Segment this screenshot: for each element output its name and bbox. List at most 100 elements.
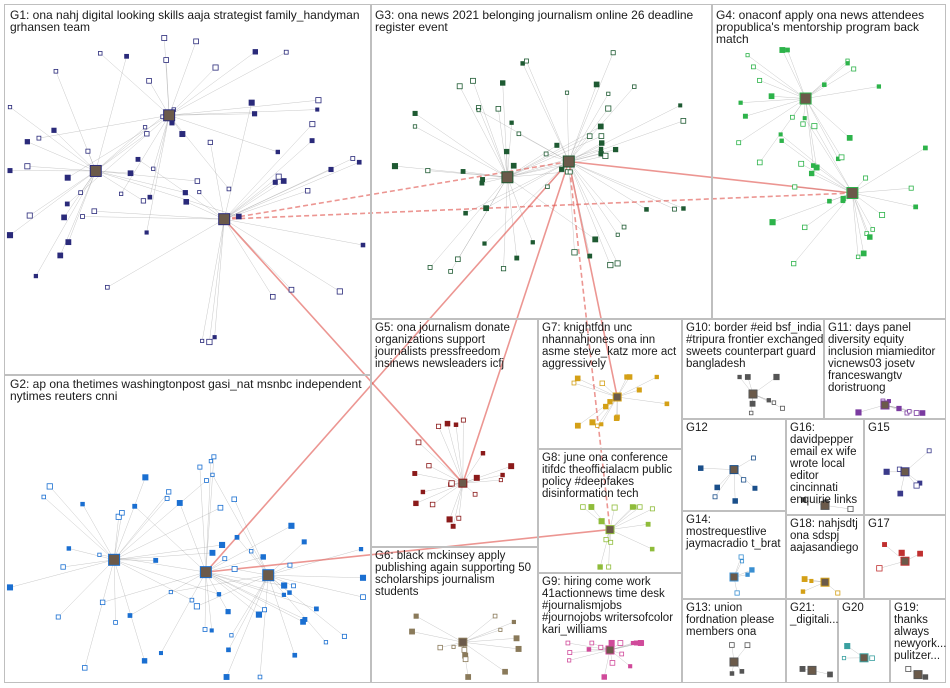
edge-g2-21 [205, 571, 317, 610]
edge-g2-41 [231, 575, 269, 636]
hub-node-g12-0 [729, 465, 739, 475]
node-g2-25 [60, 564, 66, 570]
edge-g1-40 [9, 106, 96, 172]
node-g6-1 [413, 613, 419, 619]
node-g7-7 [603, 403, 609, 410]
node-g2-50 [223, 674, 230, 680]
edge-g2-16 [113, 480, 207, 560]
node-g2-37 [46, 483, 53, 490]
node-g1-10 [53, 68, 59, 74]
node-g13-2 [729, 642, 735, 648]
group-label-g6: G6: black mckinsey apply publishing agai… [375, 550, 532, 598]
edge-g5-3 [455, 424, 464, 484]
hub-node-g2-1 [108, 553, 121, 566]
edge-g3-50 [568, 161, 618, 235]
node-g7-14 [574, 375, 581, 382]
node-g1-67 [85, 148, 91, 154]
node-g3-3 [598, 146, 604, 152]
node-g1-6 [356, 159, 362, 165]
edge-g4-26 [811, 173, 853, 194]
node-g1-50 [36, 135, 42, 141]
edge-g1-51 [224, 169, 332, 220]
node-g2-56 [193, 603, 200, 610]
node-g3-7 [412, 124, 418, 129]
edge-g4-38 [780, 134, 853, 194]
node-g8-11 [637, 504, 643, 510]
cross-edge-g1-g3 [224, 160, 569, 220]
edge-g7-4 [617, 376, 657, 398]
node-g3-18 [587, 253, 593, 259]
node-g12-4 [732, 498, 738, 504]
node-g1-68 [161, 35, 168, 41]
node-g1-32 [179, 131, 186, 138]
edge-g2-59 [228, 575, 269, 650]
edge-g3-27 [463, 171, 508, 178]
node-g5-4 [456, 515, 462, 521]
node-g12-1 [714, 484, 720, 491]
node-g5-13 [460, 417, 466, 423]
node-g2-39 [176, 500, 183, 506]
node-g8-13 [606, 564, 612, 570]
node-g3-32 [545, 184, 550, 189]
node-g2-32 [287, 562, 293, 568]
node-g4-35 [838, 154, 845, 161]
edge-g5-19 [415, 482, 463, 504]
edge-g4-31 [805, 63, 848, 99]
node-g18-2 [801, 576, 808, 582]
node-g1-20 [64, 174, 71, 181]
node-g1-45 [309, 138, 315, 144]
node-g1-40 [7, 104, 13, 110]
node-g3-52 [610, 50, 616, 56]
edge-g4-37 [740, 98, 806, 103]
node-g3-51 [597, 123, 604, 130]
node-g1-60 [270, 294, 276, 300]
edge-g3-46 [568, 93, 609, 162]
edge-g1-68 [164, 37, 170, 116]
hub-node-g2-2 [262, 569, 275, 582]
node-g3-20 [559, 166, 565, 172]
edge-g2-39 [179, 502, 207, 573]
node-g1-24 [288, 286, 295, 293]
group-label-g20: G20 [842, 602, 864, 614]
node-g1-36 [280, 178, 287, 184]
node-g2-26 [292, 652, 298, 658]
hub-node-g3-1 [501, 171, 514, 184]
edge-g2-18 [134, 506, 207, 573]
node-g3-40 [543, 151, 549, 157]
group-label-g10: G10: border #eid bsf_india #tripura fron… [686, 322, 824, 370]
edge-g4-11 [805, 68, 854, 99]
edge-g3-8 [568, 105, 681, 162]
node-g1-57 [80, 214, 85, 219]
node-g1-21 [91, 208, 98, 214]
node-g18-0 [835, 590, 841, 596]
node-g8-7 [598, 518, 605, 525]
hub-node-g1-0 [218, 213, 231, 226]
edge-g5-10 [462, 465, 512, 484]
node-g3-48 [482, 241, 487, 246]
edge-g4-22 [852, 192, 873, 230]
node-g8-9 [603, 537, 609, 543]
group-label-g3: G3: ona news 2021 belonging journalism o… [375, 8, 694, 34]
group-box-g8: G8: june ona conference itifdc theoffici… [538, 449, 682, 573]
hub-node-g9-0 [605, 645, 615, 655]
node-g4-25 [779, 47, 786, 53]
node-g4-39 [768, 93, 775, 100]
node-g11-4 [855, 409, 862, 416]
edge-g6-11 [411, 631, 463, 643]
edge-g2-35 [234, 499, 269, 576]
node-g16-0 [847, 505, 854, 513]
edge-g1-27 [223, 102, 252, 220]
node-g4-30 [840, 198, 846, 204]
node-g9-4 [586, 647, 592, 652]
node-g1-31 [124, 53, 129, 59]
node-g2-10 [115, 513, 122, 520]
edge-g1-31 [95, 56, 127, 172]
node-g1-53 [144, 230, 149, 235]
node-g1-3 [206, 338, 213, 346]
edge-g3-7 [414, 126, 508, 178]
node-g12-6 [697, 465, 704, 471]
node-g2-36 [288, 522, 295, 529]
node-g4-29 [800, 121, 806, 127]
hub-node-g6-0 [458, 637, 468, 647]
